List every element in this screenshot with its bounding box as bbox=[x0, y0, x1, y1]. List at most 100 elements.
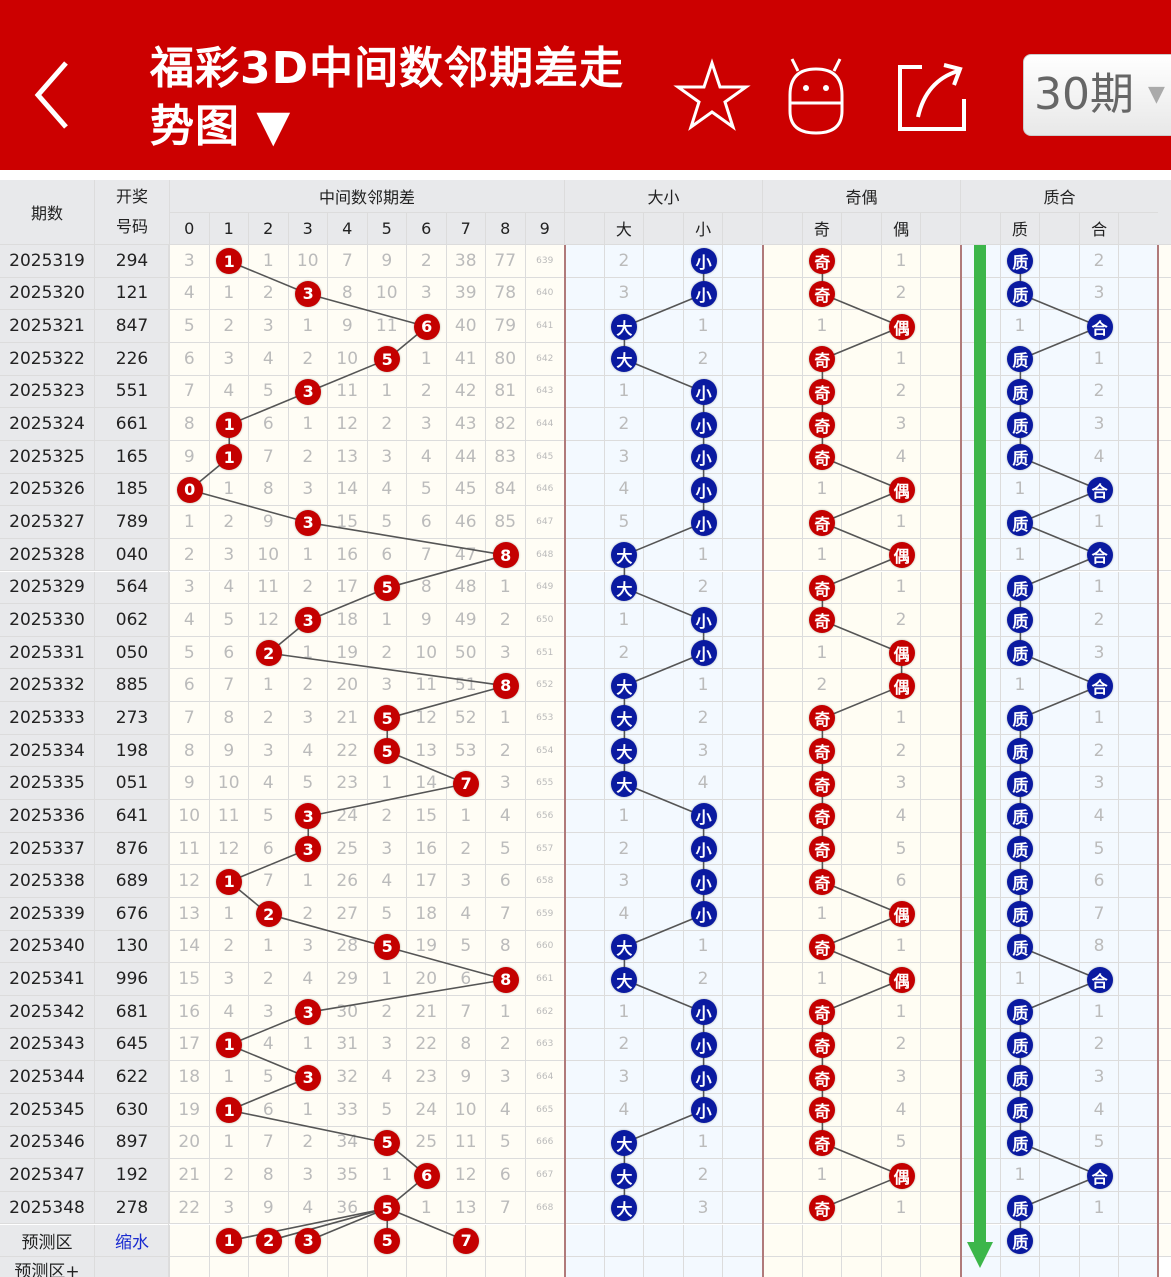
diff-cell: 13 bbox=[328, 440, 368, 474]
extra-cell bbox=[1158, 832, 1171, 866]
diff-hit-ball: 1 bbox=[216, 868, 243, 895]
diff-group-header: 中间数邻期差 bbox=[170, 180, 565, 213]
bs-cell: 3 bbox=[604, 440, 645, 474]
diff-cell: 35 bbox=[328, 1159, 368, 1192]
bs-hit-ball: 小 bbox=[690, 868, 717, 895]
bs-group-header: 大小 bbox=[565, 180, 763, 213]
diff-cell: 6 bbox=[170, 669, 210, 703]
diff-col-header: 3 bbox=[288, 212, 328, 245]
bs-blank-cell bbox=[565, 604, 605, 637]
pc-cell: 5 bbox=[1079, 1126, 1120, 1160]
bs-blank-cell bbox=[644, 571, 684, 605]
pc-blank-cell bbox=[961, 538, 1001, 572]
pc-cell: 2 bbox=[1079, 1028, 1120, 1062]
oe-blank-cell bbox=[921, 1191, 961, 1225]
pc-blank-cell bbox=[1040, 930, 1080, 964]
diff-cell: 25 bbox=[328, 832, 368, 866]
oe-blank-cell bbox=[921, 832, 961, 866]
draw-number-cell: 130 bbox=[95, 930, 170, 964]
predict-plus-cell bbox=[921, 1257, 961, 1277]
diff-cell: 4 bbox=[367, 1061, 407, 1094]
diff-cell: 5 bbox=[249, 800, 289, 833]
diff-cell: 6 bbox=[446, 963, 486, 996]
share-icon[interactable] bbox=[892, 55, 972, 135]
pc-blank-cell bbox=[1119, 1126, 1159, 1160]
bs-blank-cell bbox=[565, 1126, 605, 1160]
pc-blank-cell bbox=[961, 408, 1001, 441]
oe-blank-cell bbox=[763, 963, 803, 996]
pc-cell: 1 bbox=[1079, 506, 1120, 539]
diff-hit-ball: 3 bbox=[295, 1064, 322, 1091]
predict-plus-cell bbox=[683, 1257, 724, 1277]
bs-blank-cell bbox=[565, 832, 605, 866]
bs-blank-cell bbox=[644, 930, 684, 964]
pc-blank-cell bbox=[1119, 1061, 1159, 1094]
bs-blank-cell bbox=[644, 800, 684, 833]
page-title[interactable]: 福彩3D中间数邻期差走势图 ▼ bbox=[150, 43, 625, 152]
back-chevron-icon[interactable] bbox=[30, 55, 80, 135]
oe-blank-cell bbox=[921, 538, 961, 572]
bs-cell: 5 bbox=[604, 506, 645, 539]
diff-cell: 36 bbox=[328, 1191, 368, 1225]
oe-hit-ball: 偶 bbox=[888, 313, 915, 340]
pc-blank-cell bbox=[1119, 963, 1159, 996]
period-cell: 2025331 bbox=[0, 636, 95, 670]
period-select[interactable]: 30期▼ bbox=[1023, 54, 1171, 136]
draw-number-cell: 040 bbox=[95, 538, 170, 572]
diff-cell: 6 bbox=[486, 1159, 526, 1192]
oe-blank-cell bbox=[921, 669, 961, 703]
predict-plus-cell bbox=[486, 1257, 526, 1277]
pc-blank-cell bbox=[1119, 800, 1159, 833]
diff-cell: 640 bbox=[525, 277, 565, 311]
oe-blank-cell bbox=[763, 604, 803, 637]
bs-blank-cell bbox=[644, 506, 684, 539]
android-icon[interactable] bbox=[776, 55, 856, 135]
bs-cell: 4 bbox=[604, 898, 645, 931]
bs-blank-cell bbox=[565, 995, 605, 1029]
oe-blank-cell bbox=[842, 1126, 882, 1160]
diff-cell: 1 bbox=[288, 1093, 328, 1127]
diff-cell: 7 bbox=[407, 538, 447, 572]
bs-blank-cell bbox=[723, 963, 763, 996]
pc-blank-cell bbox=[1119, 408, 1159, 441]
bs-hit-ball: 大 bbox=[611, 966, 638, 993]
oe-blank-cell bbox=[921, 310, 961, 343]
draw-number-cell: 278 bbox=[95, 1191, 170, 1225]
pc-blank-cell bbox=[1040, 1061, 1080, 1094]
predict-shrink-link[interactable]: 缩水 bbox=[95, 1224, 170, 1258]
predict-plus-cell bbox=[1119, 1257, 1159, 1277]
pc-cell: 1 bbox=[1000, 473, 1041, 507]
bs-blank-cell bbox=[644, 604, 684, 637]
bs-hit-ball: 小 bbox=[690, 378, 717, 405]
bs-col-header bbox=[644, 212, 684, 245]
diff-cell: 5 bbox=[486, 1126, 526, 1160]
bs-blank-cell bbox=[723, 310, 763, 343]
bs-hit-ball: 大 bbox=[611, 1162, 638, 1189]
oe-blank-cell bbox=[842, 277, 882, 311]
diff-cell: 6 bbox=[249, 1093, 289, 1127]
oe-cell: 1 bbox=[881, 1191, 922, 1225]
extra-cell bbox=[1158, 767, 1171, 801]
pc-blank-cell bbox=[1040, 832, 1080, 866]
draw-number-cell: 996 bbox=[95, 963, 170, 996]
pc-hit-ball: 质 bbox=[1007, 509, 1034, 536]
predict-plus-cell bbox=[170, 1257, 210, 1277]
bs-blank-cell bbox=[644, 277, 684, 311]
extra-cell bbox=[1158, 734, 1171, 768]
period-header: 期数 bbox=[0, 180, 95, 245]
star-icon[interactable] bbox=[672, 55, 752, 135]
period-cell: 2025332 bbox=[0, 669, 95, 703]
pc-blank-cell bbox=[1119, 636, 1159, 670]
oe-blank-cell bbox=[763, 636, 803, 670]
diff-cell: 1 bbox=[367, 375, 407, 409]
diff-cell: 24 bbox=[328, 800, 368, 833]
pc-blank-cell bbox=[961, 473, 1001, 507]
predict-plus-cell bbox=[95, 1257, 170, 1277]
oe-blank-cell bbox=[763, 245, 803, 278]
diff-cell: 29 bbox=[328, 963, 368, 996]
diff-cell: 10 bbox=[446, 1093, 486, 1127]
period-cell: 2025329 bbox=[0, 571, 95, 605]
oe-blank-cell bbox=[763, 375, 803, 409]
bs-blank-cell bbox=[644, 865, 684, 898]
diff-cell: 18 bbox=[328, 604, 368, 637]
